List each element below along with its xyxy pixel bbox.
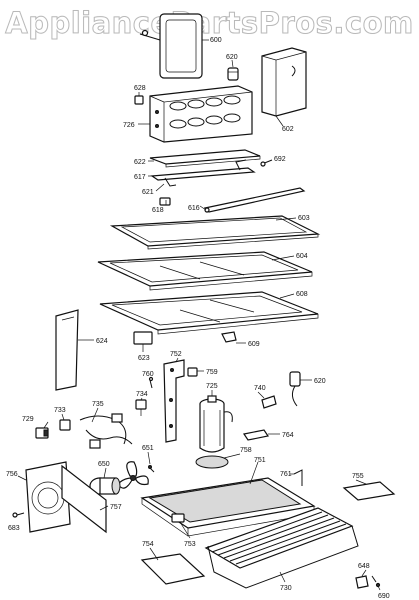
part-651[interactable] [148,465,155,473]
part-602-cover[interactable] [261,47,307,117]
label-604: 604 [296,253,308,260]
part-725-compressor[interactable] [195,395,233,469]
label-620-capacitor: 620 [314,378,326,385]
part-labels: 600 620 628 726 602 622 692 617 621 618 … [6,37,390,600]
label-753: 753 [184,541,196,548]
label-622: 622 [134,159,146,166]
part-624-panel[interactable] [55,309,79,391]
label-692: 692 [274,156,286,163]
part-690[interactable] [371,575,381,588]
part-757-panel[interactable] [61,464,107,534]
part-730-condenser[interactable] [204,507,359,589]
part-608-pan[interactable] [99,291,319,335]
leader-lines [17,39,381,591]
part-755-plate[interactable] [342,481,396,501]
label-623: 623 [138,355,150,362]
part-692-screw[interactable] [260,159,273,167]
label-756: 756 [6,471,18,478]
part-734[interactable] [135,399,147,416]
label-609: 609 [248,341,260,348]
label-624: 624 [96,338,108,345]
part-609[interactable] [221,331,237,343]
part-759[interactable] [187,367,198,377]
label-761: 761 [280,471,292,478]
part-604-shelf[interactable] [97,251,313,291]
part-648[interactable] [355,575,369,589]
watermark: AppliancePartsPros.com [5,6,414,41]
label-726: 726 [123,122,135,129]
label-757: 757 [110,504,122,511]
part-620-top[interactable] [227,67,239,81]
label-600: 600 [210,37,222,44]
label-602: 602 [282,126,294,133]
label-650: 650 [98,461,110,468]
label-730: 730 [280,585,292,592]
label-608: 608 [296,291,308,298]
part-603-shelf[interactable] [109,215,321,250]
label-755: 755 [352,473,364,480]
label-618: 618 [152,207,164,214]
label-628: 628 [134,85,146,92]
label-621: 621 [142,189,154,196]
part-620-capacitor[interactable] [289,371,301,407]
part-628[interactable] [134,95,144,105]
label-617: 617 [134,174,146,181]
part-760[interactable] [148,376,154,389]
part-650-fan-blade[interactable] [117,461,149,489]
label-733: 733 [54,407,66,414]
part-752-bracket[interactable] [163,359,185,443]
fan-motor[interactable] [89,477,121,495]
part-754-plate[interactable] [140,553,206,585]
label-751: 751 [254,457,266,464]
label-752: 752 [170,351,182,358]
label-758: 758 [240,447,252,454]
part-729[interactable] [35,427,49,439]
part-616-rod[interactable] [203,187,306,213]
part-735-harness[interactable] [79,413,133,449]
label-683: 683 [8,525,20,532]
label-729: 729 [22,416,34,423]
part-726-evaporator[interactable] [149,85,253,143]
label-603: 603 [298,215,310,222]
label-760: 760 [142,371,154,378]
label-754: 754 [142,541,154,548]
label-620-top: 620 [226,54,238,61]
label-735: 735 [92,401,104,408]
label-764: 764 [282,432,294,439]
part-618[interactable] [159,197,171,206]
label-651: 651 [142,445,154,452]
part-733[interactable] [59,419,71,431]
part-617-rail[interactable] [150,159,256,187]
label-616: 616 [188,205,200,212]
label-725: 725 [206,383,218,390]
part-764[interactable] [243,429,269,441]
label-759: 759 [206,369,218,376]
label-740: 740 [254,385,266,392]
part-753[interactable] [171,513,185,523]
part-600-frame[interactable] [139,13,203,79]
part-761[interactable] [293,469,303,486]
label-648: 648 [358,563,370,570]
part-756-shroud[interactable] [25,461,71,533]
part-740[interactable] [261,395,277,409]
part-623-plate[interactable] [133,331,153,345]
part-683[interactable] [12,512,25,518]
label-734: 734 [136,391,148,398]
label-690: 690 [378,593,390,600]
part-622-tray[interactable] [149,149,261,168]
